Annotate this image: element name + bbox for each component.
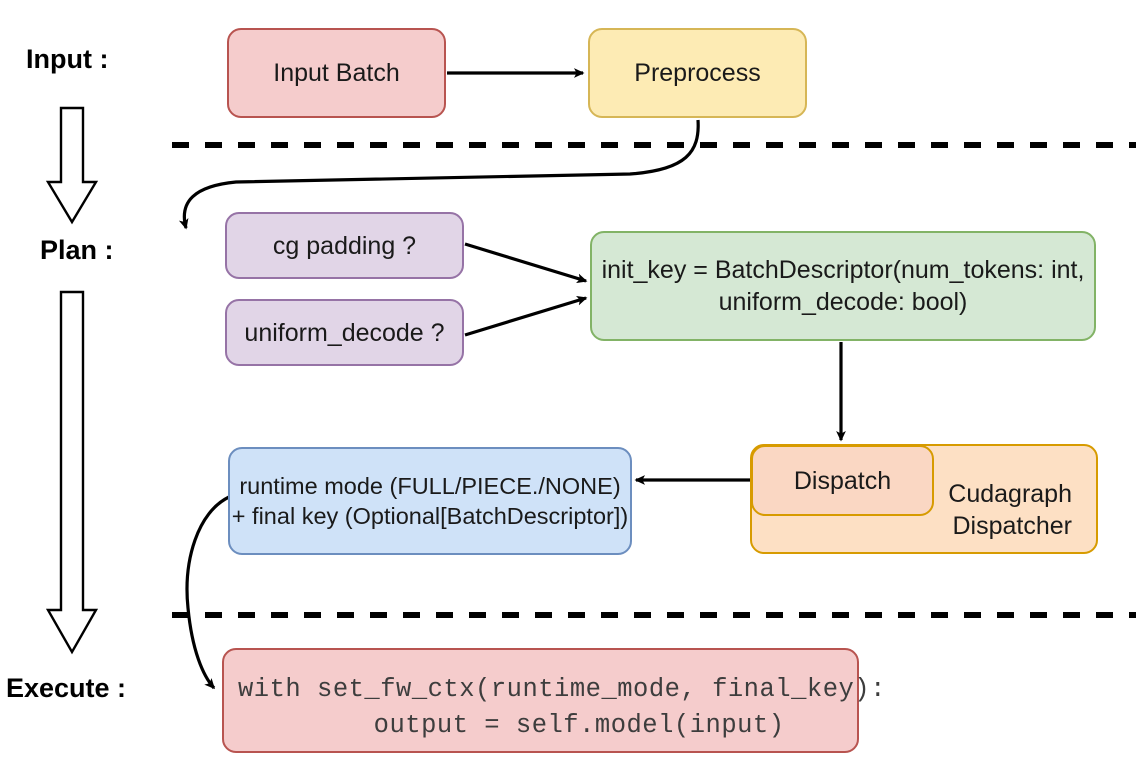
code-block-text: with set_fw_ctx(runtime_mode, final_key)… [238, 675, 886, 741]
node-dispatch[interactable]: Dispatch [751, 445, 934, 516]
node-cg-padding[interactable]: cg padding ? [225, 212, 464, 279]
node-runtime-mode-line1: runtime mode (FULL/PIECE./NONE) [239, 472, 621, 499]
node-runtime-mode-line2: + final key (Optional[BatchDescriptor]) [231, 503, 629, 529]
node-preprocess-label: Preprocess [634, 59, 761, 87]
stage-flow-arrow-input-to-plan [45, 106, 99, 225]
node-code-block[interactable]: with set_fw_ctx(runtime_mode, final_key)… [222, 648, 886, 753]
arrow-cg-padding-to-init-key [464, 242, 588, 284]
node-input-batch-label: Input Batch [273, 59, 400, 87]
node-uniform-decode[interactable]: uniform_decode ? [225, 299, 464, 366]
stage-label-plan: Plan : [40, 235, 114, 265]
node-cg-padding-label: cg padding ? [272, 231, 417, 260]
node-preprocess[interactable]: Preprocess [588, 28, 807, 118]
node-uniform-decode-label: uniform_decode ? [244, 318, 445, 347]
node-dispatch-label: Dispatch [793, 466, 892, 495]
arrow-uniform-decode-to-init-key [464, 295, 588, 337]
node-runtime-mode[interactable]: runtime mode (FULL/PIECE./NONE) + final … [228, 447, 632, 555]
stage-label-execute: Execute : [6, 673, 127, 703]
node-init-key[interactable]: init_key = BatchDescriptor(num_tokens: i… [590, 231, 1096, 341]
node-cudagraph-dispatcher-line1: Cudagraph [948, 480, 1072, 508]
stage-label-input: Input : [26, 44, 109, 74]
node-init-key-line1: init_key = BatchDescriptor(num_tokens: i… [601, 256, 1085, 284]
node-cudagraph-dispatcher-line2: Dispatcher [952, 512, 1073, 540]
stage-flow-arrow-plan-to-execute [45, 290, 99, 655]
node-input-batch[interactable]: Input Batch [227, 28, 446, 118]
node-init-key-line2: uniform_decode: bool) [718, 288, 968, 316]
